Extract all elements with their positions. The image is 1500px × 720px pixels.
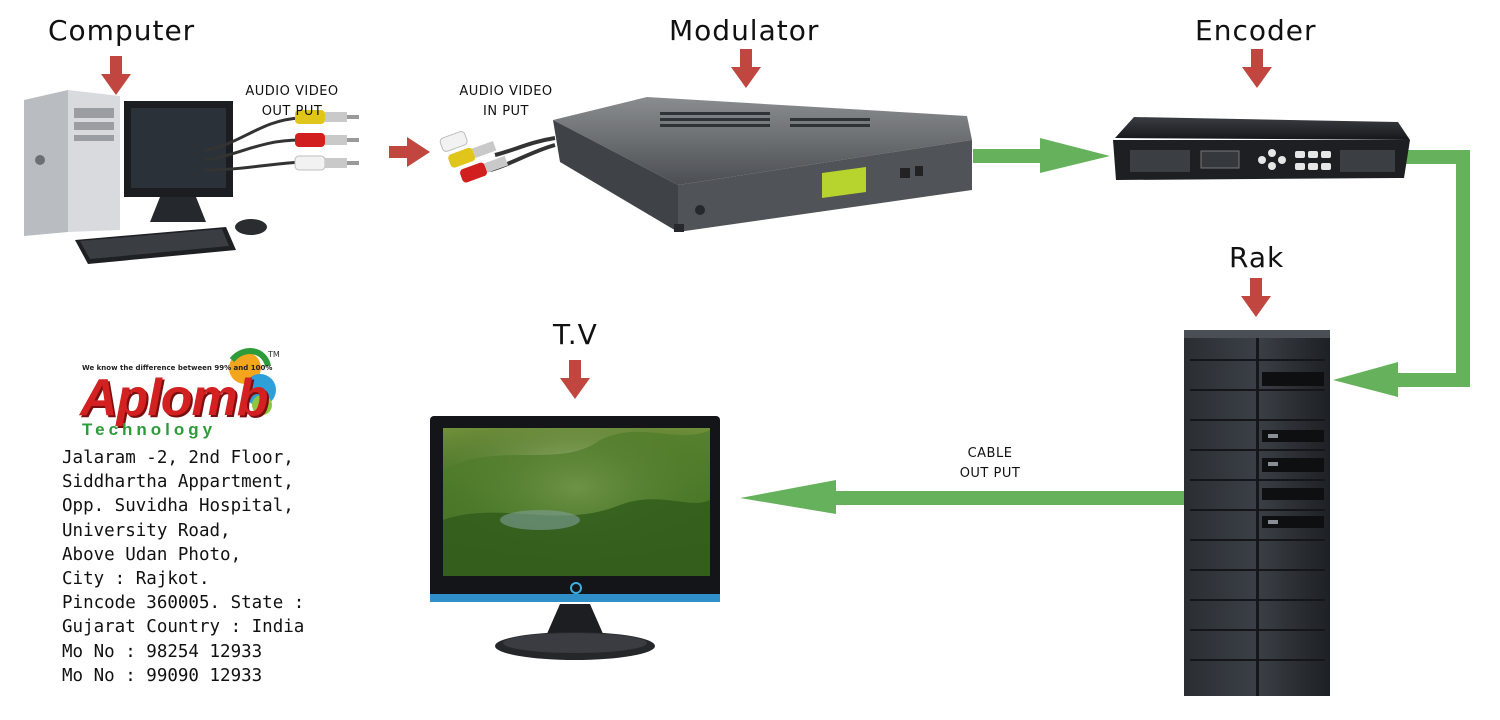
- modulator-to-encoder-arrow: [973, 138, 1110, 173]
- modulator-image: [553, 97, 972, 232]
- computer-title: Computer: [48, 14, 196, 47]
- av-output-label: AUDIO VIDEO OUT PUT: [232, 82, 352, 122]
- av-input-cable-image: [439, 131, 556, 183]
- cable-output-label: CABLE OUT PUT: [940, 444, 1040, 484]
- av-output-label-line2: OUT PUT: [261, 104, 323, 119]
- av-input-label: AUDIO VIDEO IN PUT: [446, 82, 566, 122]
- modulator-title: Modulator: [669, 14, 820, 47]
- address-line: University Road,: [62, 520, 231, 541]
- tv-image: [430, 416, 720, 660]
- encoder-image: [1113, 117, 1410, 180]
- aplomb-logo-swirl: [229, 348, 276, 415]
- encoder-down-arrow: [1242, 49, 1272, 88]
- logo-subtitle: Technology: [82, 420, 217, 439]
- address-line: Siddhartha Appartment,: [62, 472, 294, 493]
- address-line: Gujarat Country : India: [62, 617, 305, 638]
- av-input-label-line2: IN PUT: [483, 104, 529, 119]
- address-line: Jalaram -2, 2nd Floor,: [62, 448, 294, 468]
- encoder-to-rack-arrow: [1333, 150, 1470, 397]
- cable-output-label-line1: CABLE: [967, 446, 1013, 461]
- address-line: Pincode 360005. State :: [62, 593, 305, 614]
- av-transfer-arrow: [389, 137, 430, 167]
- address-line: Opp. Suvidha Hospital,: [62, 496, 294, 517]
- cable-output-label-line2: OUT PUT: [959, 466, 1021, 481]
- address-line: Above Udan Photo,: [62, 544, 242, 565]
- rack-image: [1184, 330, 1330, 696]
- address-line: City : Rajkot.: [62, 569, 210, 590]
- av-output-label-line1: AUDIO VIDEO: [245, 84, 339, 99]
- logo-trademark: TM: [268, 350, 280, 359]
- tv-down-arrow: [560, 360, 590, 399]
- av-input-label-line1: AUDIO VIDEO: [459, 84, 553, 99]
- computer-image: [24, 90, 359, 264]
- phone-line-2: Mo No : 99090 12933: [62, 665, 263, 686]
- computer-down-arrow: [101, 56, 131, 95]
- encoder-title: Encoder: [1195, 14, 1317, 47]
- rak-title: Rak: [1229, 241, 1285, 274]
- modulator-down-arrow: [731, 49, 761, 88]
- rak-down-arrow: [1241, 278, 1271, 317]
- address-block: Jalaram -2, 2nd Floor, Siddhartha Appart…: [62, 446, 304, 688]
- phone-line-1: Mo No : 98254 12933: [62, 641, 263, 662]
- logo-name: Aplomb: [80, 369, 269, 427]
- logo-tagline: We know the difference between 99% and 1…: [82, 364, 273, 372]
- tv-title: T.V: [553, 318, 598, 351]
- rack-to-tv-arrow: [740, 480, 1187, 514]
